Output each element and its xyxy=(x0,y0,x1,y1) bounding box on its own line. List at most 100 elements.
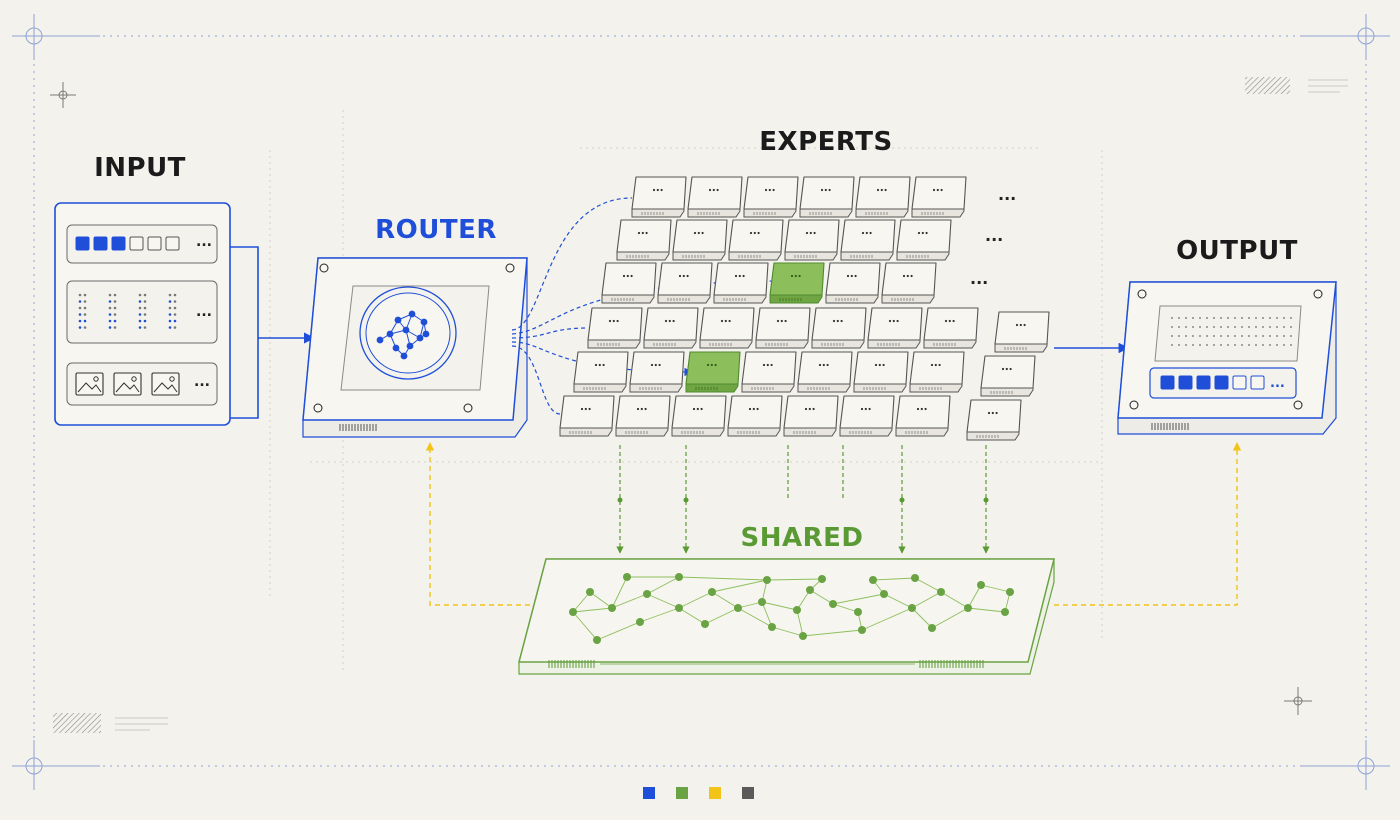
routing-lines xyxy=(511,197,781,415)
dot xyxy=(1269,335,1271,337)
shared-device xyxy=(518,558,1055,675)
node xyxy=(908,604,916,612)
dot xyxy=(1290,335,1292,337)
expert-block xyxy=(839,395,895,437)
expert-block xyxy=(629,351,685,393)
expert-block xyxy=(799,176,855,218)
dot xyxy=(1206,317,1208,319)
dot xyxy=(1227,335,1229,337)
dot xyxy=(138,313,142,316)
dot xyxy=(108,313,112,316)
dot xyxy=(1227,326,1229,328)
dot xyxy=(1178,317,1180,319)
input-panel: ... ... ... xyxy=(54,202,231,426)
node xyxy=(675,573,683,581)
dot xyxy=(143,306,147,310)
expert-block xyxy=(896,219,952,261)
dot xyxy=(173,326,177,329)
expert-block xyxy=(687,176,743,218)
dot xyxy=(1199,317,1201,319)
node xyxy=(636,618,644,626)
dot xyxy=(1276,317,1278,319)
image-icon xyxy=(113,372,142,396)
dot xyxy=(108,319,112,323)
dot xyxy=(1283,317,1285,319)
legend xyxy=(643,787,754,799)
node xyxy=(593,636,601,644)
dot xyxy=(1213,344,1215,346)
dot xyxy=(1206,335,1208,337)
dot-grid-icon xyxy=(78,293,177,329)
dot xyxy=(1199,344,1201,346)
experts-grid xyxy=(559,176,1050,441)
node xyxy=(829,600,837,608)
dot xyxy=(1227,344,1229,346)
token-empty xyxy=(129,236,144,251)
expert-block xyxy=(811,307,867,349)
dot xyxy=(1248,326,1250,328)
dot xyxy=(1255,344,1257,346)
expert-block xyxy=(671,395,727,437)
experts-label: EXPERTS xyxy=(759,127,892,157)
expert-block xyxy=(853,351,909,393)
expert-block xyxy=(966,399,1022,441)
shared-network-icon xyxy=(569,573,1014,644)
crosshair-icon xyxy=(1300,740,1390,790)
node xyxy=(977,581,985,589)
dot xyxy=(1276,344,1278,346)
dot xyxy=(1199,326,1201,328)
expert-block xyxy=(727,395,783,437)
shared-label: SHARED xyxy=(741,523,864,553)
dot xyxy=(1262,344,1264,346)
dot xyxy=(1185,326,1187,328)
expert-ellipses: ... ... ... xyxy=(970,185,1016,288)
dot xyxy=(1199,335,1201,337)
dot xyxy=(1248,335,1250,337)
image-icon xyxy=(151,372,180,396)
dot xyxy=(1227,317,1229,319)
dot xyxy=(1269,326,1271,328)
expert-block xyxy=(797,351,853,393)
node xyxy=(386,330,394,338)
node xyxy=(708,588,716,596)
dot xyxy=(1185,344,1187,346)
node xyxy=(869,576,877,584)
input-label: INPUT xyxy=(94,153,186,183)
expert-block xyxy=(743,176,799,218)
token-filled xyxy=(93,236,108,251)
expert-block xyxy=(713,262,769,304)
vent-icon xyxy=(339,424,377,431)
token-filled xyxy=(75,236,90,251)
node xyxy=(623,573,631,581)
dot xyxy=(1171,326,1173,328)
expert-block xyxy=(895,395,951,437)
expert-block xyxy=(699,307,755,349)
dot xyxy=(78,319,82,323)
node xyxy=(402,326,410,334)
dot xyxy=(1171,344,1173,346)
dot xyxy=(1255,317,1257,319)
dot xyxy=(1234,335,1236,337)
dot xyxy=(83,313,87,316)
token-filled xyxy=(1178,375,1193,390)
node xyxy=(416,334,424,342)
dot xyxy=(1276,335,1278,337)
dot xyxy=(113,326,117,329)
dot xyxy=(83,293,87,297)
dot xyxy=(78,313,82,316)
dot xyxy=(1213,317,1215,319)
expert-block xyxy=(994,311,1050,353)
dot xyxy=(1234,344,1236,346)
dot xyxy=(1178,335,1180,337)
dot xyxy=(173,300,177,303)
ellipsis-text: ... xyxy=(196,304,212,320)
expert-block xyxy=(755,307,811,349)
expert-block xyxy=(881,262,937,304)
dot xyxy=(1192,344,1194,346)
token-empty xyxy=(165,236,180,251)
dot xyxy=(1241,317,1243,319)
expert-block xyxy=(825,262,881,304)
dot xyxy=(1262,335,1264,337)
node xyxy=(818,575,826,583)
